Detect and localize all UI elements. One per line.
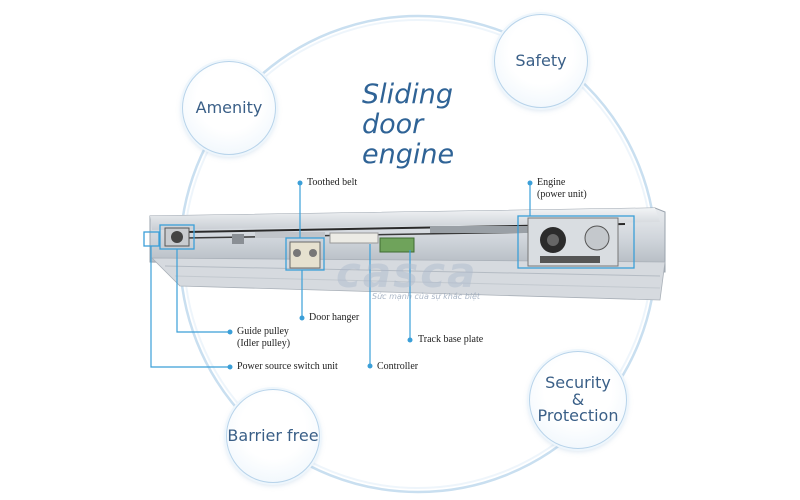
leader-guide-pulley xyxy=(176,249,230,333)
brand-slogan: Sức mạnh của sự khác biệt xyxy=(372,292,481,301)
bubble-safety-label: Safety xyxy=(515,50,567,70)
label-engine-line-2: (power unit) xyxy=(537,189,587,200)
label-guide-pulley-line-2: (Idler pulley) xyxy=(237,338,291,349)
label-guide-pulley: Guide pulley (Idler pulley) xyxy=(237,326,290,350)
bubble-amenity-label: Amenity xyxy=(195,97,263,117)
callout-box-door-hanger xyxy=(285,237,325,271)
leader-power-switch xyxy=(150,246,230,368)
engine-graphic xyxy=(527,217,619,267)
leader-dots xyxy=(227,180,533,370)
label-guide-pulley-line-1: Guide pulley xyxy=(237,326,289,337)
bubble-security-line-2: & xyxy=(571,389,585,409)
title-line-1: Sliding xyxy=(362,79,454,110)
bubble-security-line-3: Protection xyxy=(537,406,619,426)
label-toothed-belt: Toothed belt xyxy=(307,177,358,188)
title-line-3: engine xyxy=(362,139,455,170)
diagram-title: Sliding door engine xyxy=(362,80,454,170)
label-power-source-switch: Power source switch unit xyxy=(237,361,338,372)
brand-watermark: casca xyxy=(336,248,478,297)
bubble-barrier-free-label: Barrier free xyxy=(227,425,319,445)
bubble-safety: Safety xyxy=(494,14,588,108)
callout-boxes xyxy=(143,215,635,271)
title-line-2: door xyxy=(362,109,424,140)
callout-box-engine xyxy=(517,215,635,269)
label-engine: Engine (power unit) xyxy=(537,177,587,201)
label-door-hanger: Door hanger xyxy=(309,312,360,323)
label-track-base-plate: Track base plate xyxy=(418,334,484,345)
bubble-security-line-1: Security xyxy=(545,372,611,392)
label-engine-line-1: Engine xyxy=(537,177,566,188)
components-graphic xyxy=(164,227,415,269)
leader-lines xyxy=(150,183,531,368)
bubble-security: Security & Protection xyxy=(529,351,627,449)
bubble-barrier-free: Barrier free xyxy=(226,389,320,483)
bubble-amenity: Amenity xyxy=(182,61,276,155)
label-controller: Controller xyxy=(377,361,419,372)
